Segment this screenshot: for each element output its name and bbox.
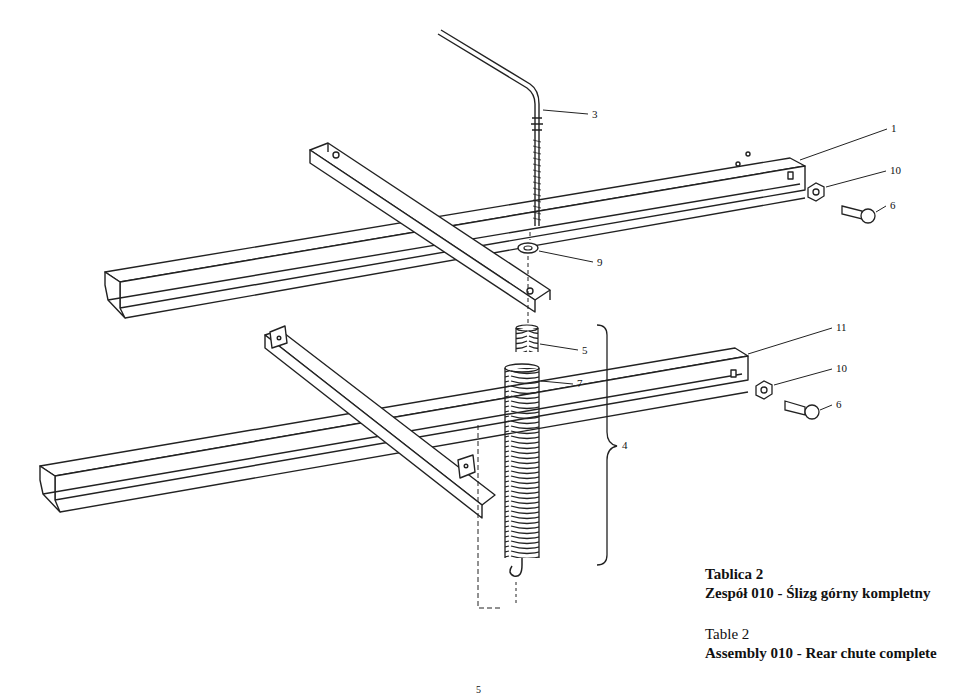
callout-number: 1	[891, 122, 897, 134]
callout-number: 11	[836, 321, 847, 333]
callout-number: 6	[836, 398, 842, 410]
caption-line: Table 2	[705, 626, 749, 643]
caption-line: Assembly 010 - Rear chute complete	[705, 645, 937, 662]
callout-number: 4	[622, 439, 628, 451]
caption-line: Tablica 2	[705, 566, 763, 583]
callout-number: 6	[890, 199, 896, 211]
callout-number: 5	[582, 344, 588, 356]
caption-line: Zespół 010 - Ślizg górny kompletny	[705, 585, 930, 602]
callout-number: 3	[592, 108, 598, 120]
page-number: 5	[476, 684, 481, 695]
callout-number: 7	[577, 377, 583, 389]
callout-number: 10	[836, 362, 847, 374]
callout-number: 9	[597, 256, 603, 268]
callout-number: 10	[890, 164, 901, 176]
